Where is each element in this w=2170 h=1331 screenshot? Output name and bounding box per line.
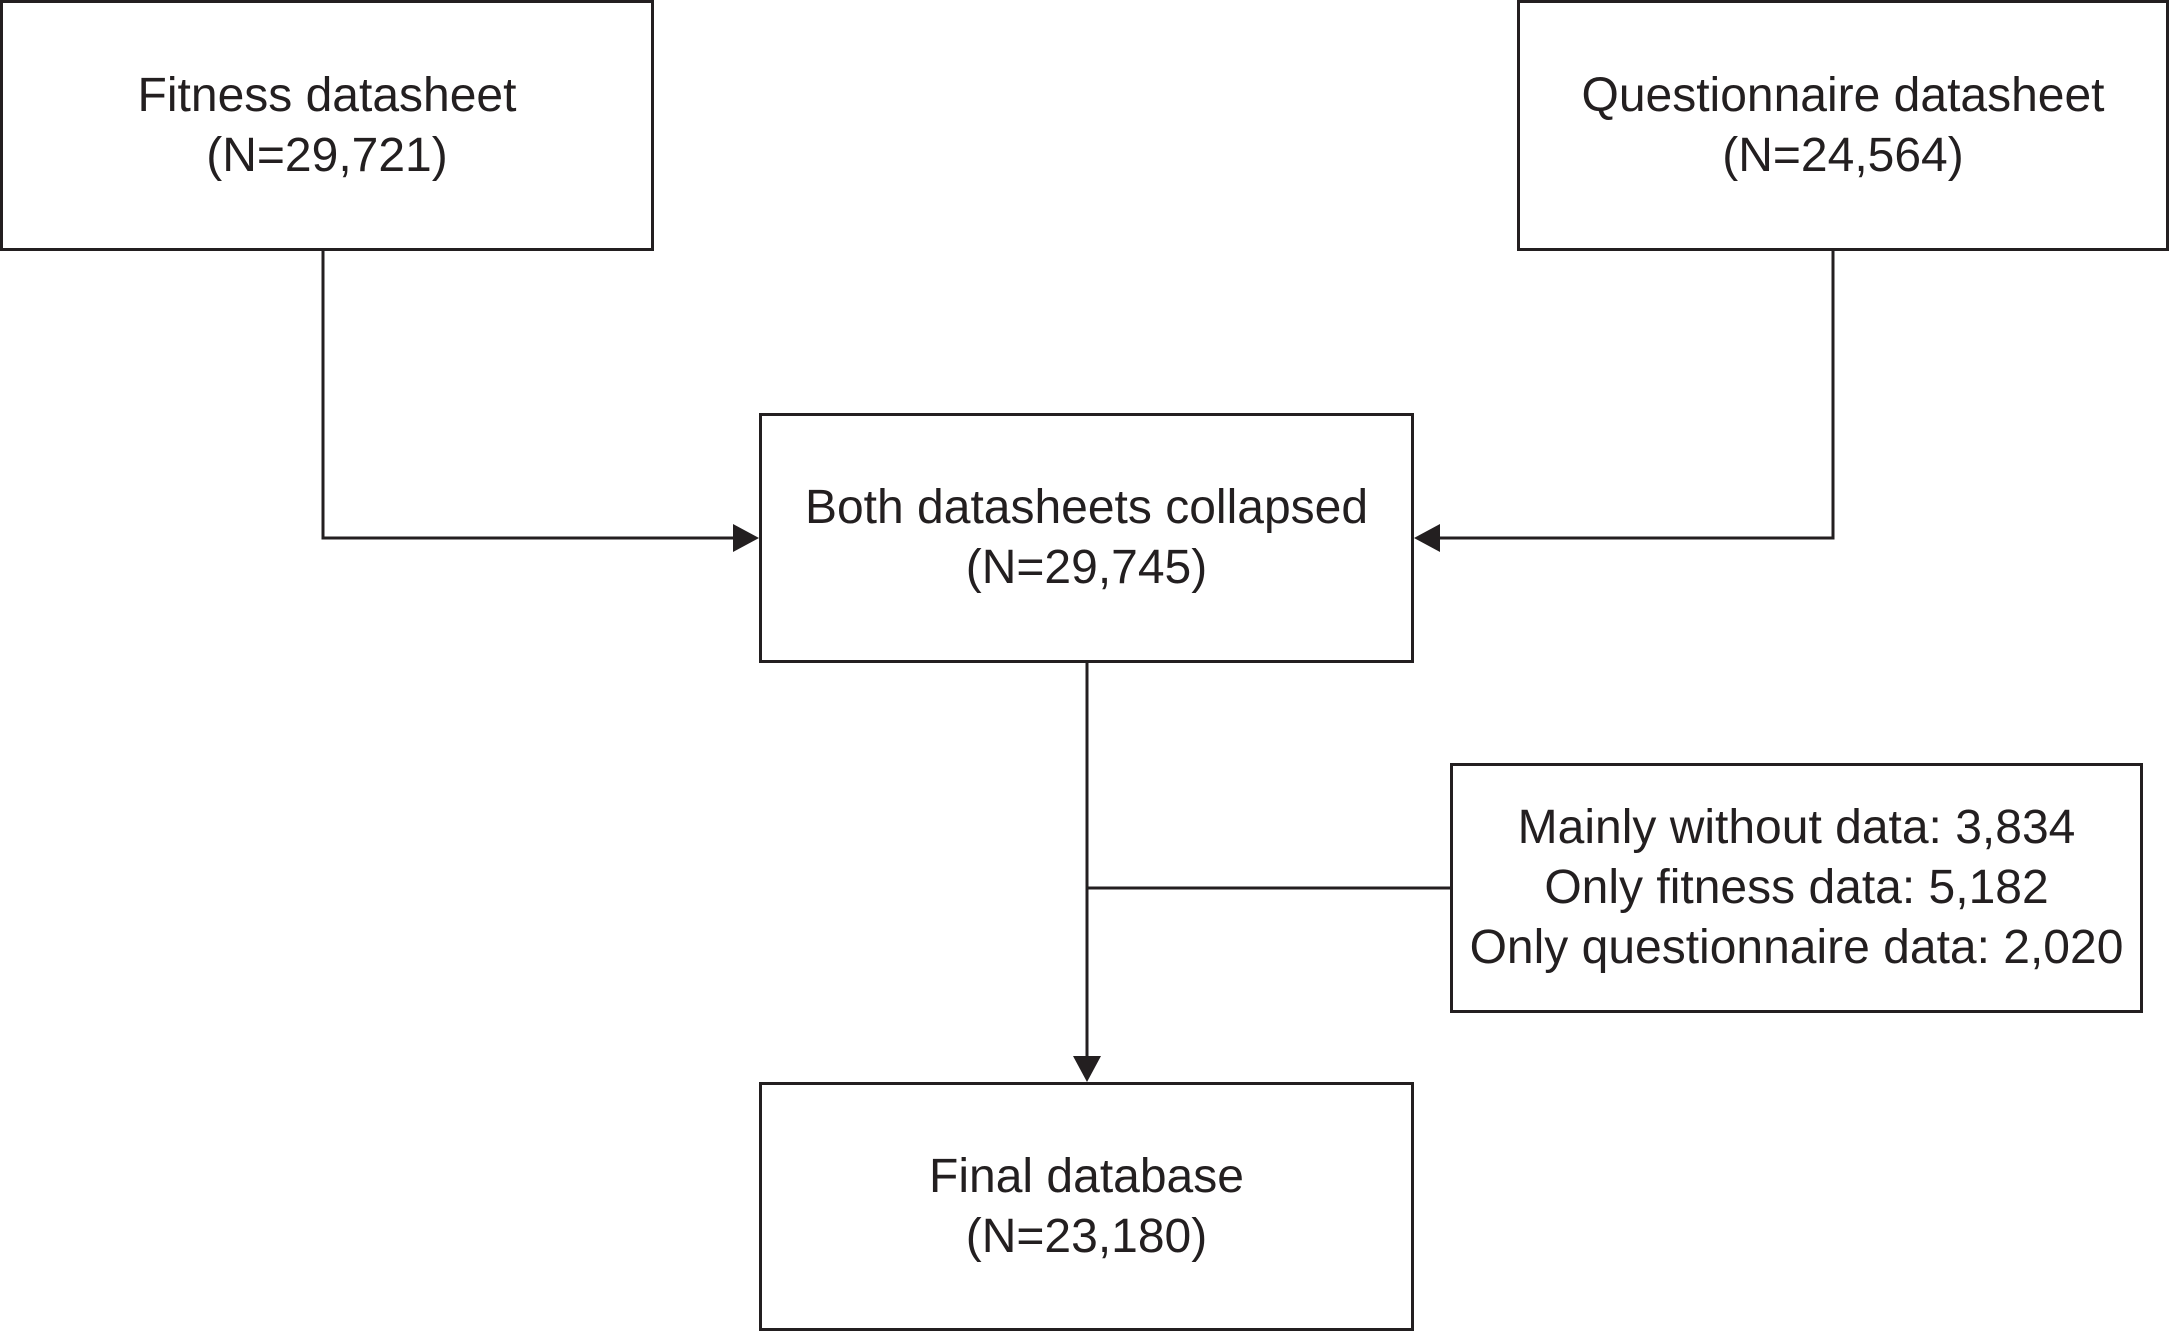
final-database-box: Final database (N=23,180)	[759, 1082, 1414, 1331]
excluded-mainly-without-data: Mainly without data: 3,834	[1517, 801, 2076, 854]
excluded-records-box: Mainly without data: 3,834 Only fitness …	[1450, 763, 2143, 1013]
fitness-datasheet-count: (N=29,721)	[206, 128, 448, 182]
final-database-title: Final database	[929, 1149, 1244, 1203]
excluded-only-questionnaire-data: Only questionnaire data: 2,020	[1469, 921, 2124, 974]
questionnaire-datasheet-count: (N=24,564)	[1722, 128, 1964, 182]
fitness-datasheet-box: Fitness datasheet (N=29,721)	[0, 0, 654, 251]
arrowhead-questionnaire-to-collapsed	[1414, 524, 1440, 552]
arrowhead-fitness-to-collapsed	[733, 524, 759, 552]
arrowhead-to-final	[1073, 1056, 1101, 1082]
collapsed-datasheets-title: Both datasheets collapsed	[804, 481, 1369, 534]
questionnaire-datasheet-title: Questionnaire datasheet	[1581, 68, 2105, 122]
final-database-count: (N=23,180)	[965, 1209, 1208, 1263]
collapsed-datasheets-box: Both datasheets collapsed (N=29,745)	[759, 413, 1414, 663]
questionnaire-datasheet-box: Questionnaire datasheet (N=24,564)	[1517, 0, 2169, 251]
excluded-only-fitness-data: Only fitness data: 5,182	[1544, 861, 2049, 914]
collapsed-datasheets-count: (N=29,745)	[965, 541, 1208, 594]
fitness-datasheet-title: Fitness datasheet	[137, 68, 517, 122]
